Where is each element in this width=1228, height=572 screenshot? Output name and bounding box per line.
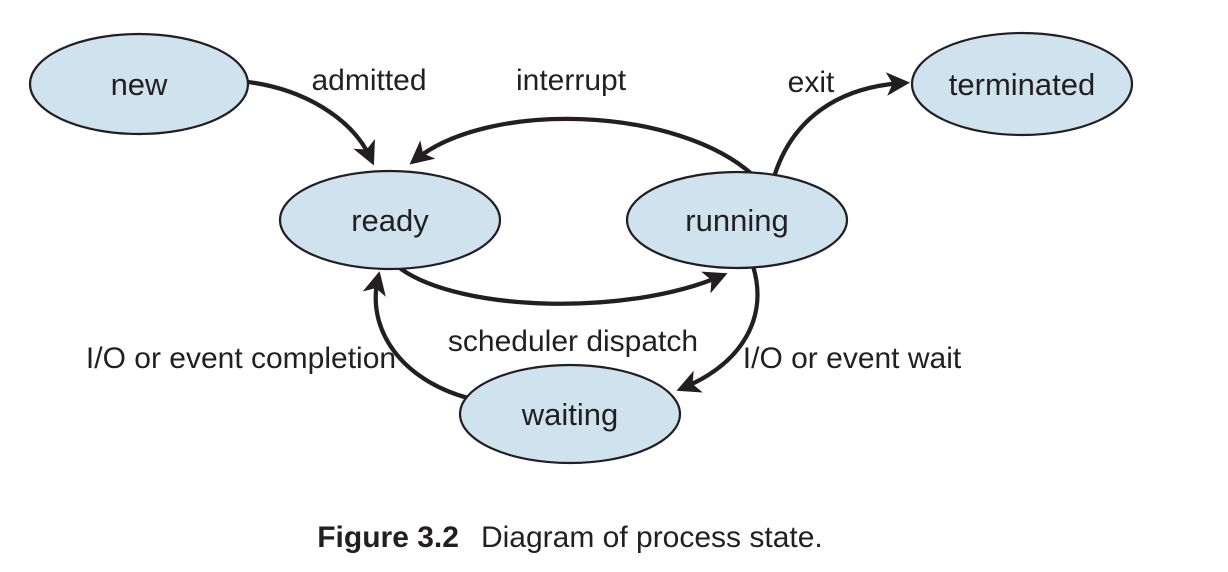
state-label-new: new <box>111 67 168 102</box>
transition-arrow-scheduler-dispatch <box>398 266 728 306</box>
transition-edges <box>245 72 911 401</box>
transition-arrow-exit <box>771 72 911 180</box>
transition-arrow-interrupt <box>409 116 757 179</box>
transition-label-exit: exit <box>788 66 835 99</box>
transition-label-admitted: admitted <box>311 64 426 97</box>
state-nodes: new terminated ready running waiting <box>28 31 1134 465</box>
state-node-waiting: waiting <box>458 363 682 465</box>
state-ellipse-running <box>625 170 849 270</box>
state-node-ready: ready <box>278 169 502 271</box>
transition-arrow-io-event-completion <box>362 271 471 401</box>
transition-arrow-admitted <box>245 79 375 166</box>
state-ellipse-ready <box>278 169 502 271</box>
transition-arrow-io-event-wait <box>676 263 760 393</box>
state-label-terminated: terminated <box>949 67 1095 102</box>
transition-labels: admitted interrupt exit scheduler dispatchI… <box>86 64 962 375</box>
state-label-waiting: waiting <box>521 397 619 432</box>
transition-label-scheduler-dispatch: scheduler dispatch <box>448 325 698 358</box>
state-ellipse-terminated <box>910 31 1134 137</box>
transition-label-interrupt: interrupt <box>516 64 627 97</box>
transition-label-io-event-completion: I/O or event completion <box>86 342 396 375</box>
state-node-running: running <box>625 170 849 270</box>
state-ellipse-waiting <box>458 363 682 465</box>
figure-caption-number: Figure 3.2 <box>317 521 459 554</box>
state-node-new: new <box>28 32 250 136</box>
state-node-terminated: terminated <box>910 31 1134 137</box>
state-ellipse-new <box>28 32 250 136</box>
figure-caption-text: Diagram of process state. <box>480 521 823 554</box>
state-label-ready: ready <box>351 203 429 238</box>
figure-caption: Figure 3.2 Diagram of process state. <box>70 520 1070 556</box>
transition-label-io-event-wait: I/O or event wait <box>743 342 962 375</box>
state-label-running: running <box>685 203 788 238</box>
